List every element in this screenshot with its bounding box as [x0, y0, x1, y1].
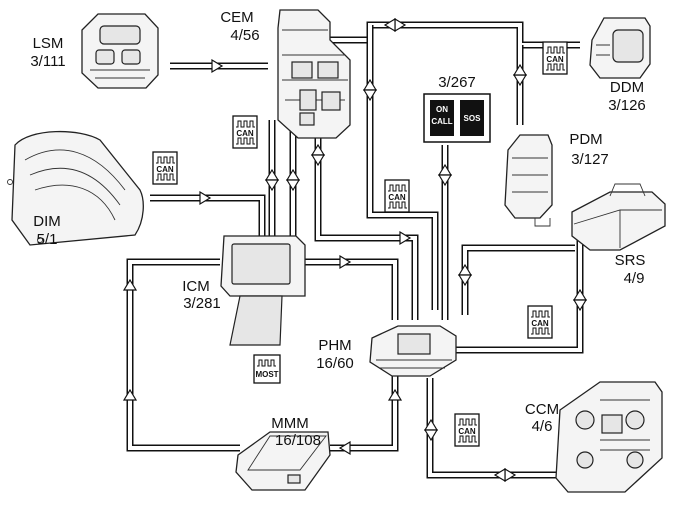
- mmm-code: 16/108: [275, 432, 321, 449]
- most-label: MOST: [255, 370, 278, 379]
- ccm-code: 4/6: [532, 418, 553, 435]
- bus-arrows: [122, 17, 588, 483]
- can-label: CAN: [236, 129, 254, 138]
- ccm-module-icon: [555, 381, 663, 493]
- srs-code: 4/9: [624, 270, 645, 287]
- can-tag-center: CAN: [384, 179, 410, 213]
- mmm-module-icon: [235, 431, 331, 491]
- can-tag-dim: CAN: [152, 151, 178, 185]
- pdm-code: 3/127: [571, 151, 609, 168]
- lsm-code: 3/111: [30, 53, 65, 70]
- bus-lines: [126, 21, 584, 479]
- dim-module-icon: [7, 130, 144, 246]
- ddm-name: DDM: [610, 79, 644, 96]
- icm-module-icon: [220, 235, 306, 346]
- call-label: CALL: [431, 117, 452, 126]
- cem-name: CEM: [220, 9, 253, 26]
- most-tag: MOST: [253, 354, 281, 384]
- ddm-module-icon: [589, 17, 651, 79]
- module-labels: LSM 3/111 CEM 4/56 DDM 3/126 PDM 3/127 D…: [30, 9, 645, 449]
- can-label: CAN: [388, 193, 406, 202]
- can-label: CAN: [458, 427, 476, 436]
- phm-name: PHM: [318, 337, 351, 354]
- phm-module-icon: [369, 325, 457, 377]
- lsm-module-icon: [81, 13, 159, 89]
- can-label: CAN: [546, 55, 564, 64]
- can-tag-cem: CAN: [232, 115, 258, 149]
- can-tag-srs: CAN: [527, 305, 553, 339]
- on-call-button: [430, 100, 454, 136]
- cem-code: 4/56: [230, 27, 259, 44]
- icm-code: 3/281: [183, 295, 221, 312]
- can-tag-ddm: CAN: [542, 41, 568, 75]
- oncall-code: 3/267: [438, 74, 476, 91]
- mmm-name: MMM: [271, 415, 309, 432]
- icm-name: ICM: [182, 278, 210, 295]
- pdm-module-icon: [504, 134, 553, 227]
- sos-button: [460, 100, 484, 136]
- phm-code: 16/60: [316, 355, 354, 372]
- can-label: CAN: [531, 319, 549, 328]
- can-tag-ccm: CAN: [454, 413, 480, 447]
- lsm-name: LSM: [33, 35, 64, 52]
- ddm-code: 3/126: [608, 97, 646, 114]
- cem-module-icon: [277, 9, 351, 139]
- srs-name: SRS: [615, 252, 646, 269]
- sos-label: SOS: [464, 114, 482, 123]
- oncall-sos-panel: ON CALL SOS: [423, 93, 491, 143]
- ccm-name: CCM: [525, 401, 559, 418]
- on-label: ON: [436, 105, 448, 114]
- dim-name: DIM: [33, 213, 61, 230]
- pdm-name: PDM: [569, 131, 602, 148]
- can-label: CAN: [156, 165, 174, 174]
- srs-module-icon: [571, 183, 666, 251]
- dim-code: 5/1: [37, 231, 58, 248]
